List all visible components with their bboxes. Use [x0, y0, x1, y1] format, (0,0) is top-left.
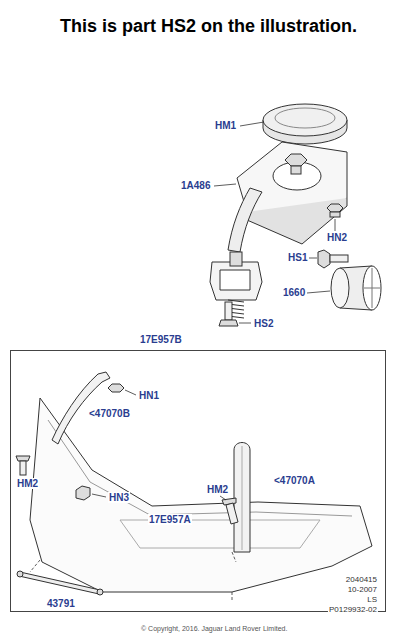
callout-number: 17E957A [148, 514, 192, 525]
screw-part [16, 456, 30, 475]
tray-part [30, 398, 372, 592]
group-frame: 17E957B [10, 350, 386, 612]
rod-part [17, 571, 103, 595]
callout-number: <47070B [88, 408, 131, 419]
callout-number: 1660 [282, 287, 306, 298]
bracket-part [210, 142, 347, 300]
drawing-note: © Copyright, 2016. Jaguar Land Rover Lim… [140, 625, 288, 633]
callout-number: 1A486 [180, 180, 211, 191]
nut-part [327, 204, 343, 217]
retainer-part [331, 266, 381, 310]
drawing-note: P0129932-02 [328, 606, 378, 615]
callout-number: HM1 [214, 120, 237, 131]
cap-part [263, 104, 347, 144]
leader-lines [28, 122, 335, 600]
drawing-note: 10-2007 [347, 586, 378, 595]
clip-part [76, 486, 90, 500]
bolt-part [219, 302, 238, 326]
page-title: This is part HS2 on the illustration. [0, 16, 417, 37]
drawing-note: LS [366, 596, 378, 605]
drawing-note: 2040415 [345, 576, 378, 585]
callout-number: HN1 [138, 390, 160, 401]
bolt-part [318, 250, 348, 268]
callout-number: 43791 [46, 598, 76, 609]
callout-number: <47070A [273, 475, 316, 486]
group-number: 17E957B [139, 334, 183, 345]
callout-number: HS1 [287, 252, 308, 263]
callout-number: HS2 [253, 318, 274, 329]
screw-part [222, 498, 238, 524]
callout-number: HM2 [16, 478, 39, 489]
callout-number: HM2 [206, 484, 229, 495]
callout-number: HN3 [108, 492, 130, 503]
callout-number: HN2 [326, 232, 348, 243]
strap-part [234, 443, 250, 553]
